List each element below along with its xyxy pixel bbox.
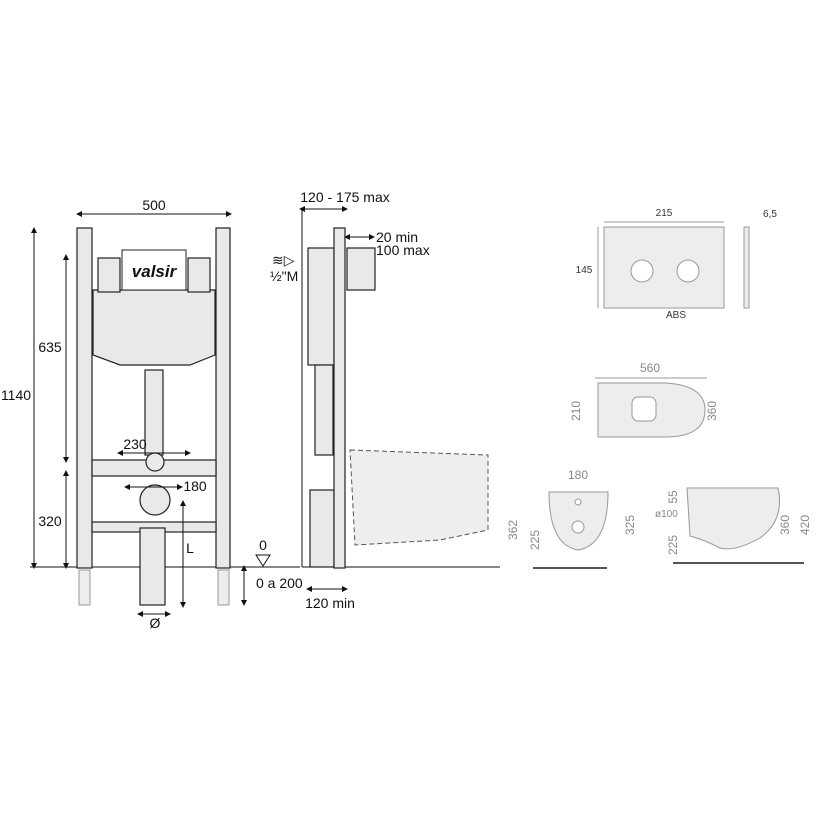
plate-material-label: ABS: [666, 310, 686, 321]
dim-180-label: 180: [183, 478, 207, 494]
depth-range-label: 120 - 175 max: [300, 189, 390, 205]
water-wave-icon: ≋▷: [272, 252, 295, 268]
flush-pipe-side: [314, 364, 334, 456]
floor-level-icon: [255, 554, 271, 567]
plate-thickness-label: 6,5: [763, 209, 777, 220]
floor-range-label: 0 a 200: [256, 575, 303, 591]
depth-min-label: 120 min: [305, 595, 355, 611]
toilet-height-325-label: 325: [623, 515, 637, 535]
drain-bend: [139, 484, 171, 516]
cistern-bracket-right: [187, 257, 211, 293]
flush-plate-side: [743, 226, 750, 309]
offset-max-label: 100 max: [376, 242, 430, 258]
frame-side: [333, 227, 346, 569]
toilet-side-225-label: 225: [666, 535, 680, 555]
front-view: valsir 500 1140 635 320 230 180 L Ø 0 0 …: [1, 197, 303, 631]
height-1140-label: 1140: [1, 387, 31, 403]
width-500-label: 500: [142, 197, 166, 213]
toilet-side-shape: [686, 487, 780, 550]
floor-zero-label: 0: [259, 537, 267, 553]
toilet-side-420-label: 420: [798, 515, 812, 535]
hole-spacing-label: 180: [568, 468, 588, 482]
cistern-side: [307, 247, 335, 366]
foot-left: [78, 569, 91, 606]
flush-module: [121, 249, 187, 291]
toilet-top-left-label: 210: [569, 401, 583, 421]
toilet-side-view: 55 ø100 225 360 420: [655, 487, 812, 564]
plate-height-label: 145: [576, 265, 593, 276]
height-320-label: 320: [38, 513, 62, 529]
plate-width-label: 215: [656, 208, 673, 219]
drain-pipe: [139, 527, 166, 606]
frame-post-left: [76, 227, 93, 569]
cistern-bracket-left: [97, 257, 121, 293]
flush-button-right: [676, 259, 700, 283]
flush-plate-front: [603, 226, 725, 309]
flush-button-left: [630, 259, 654, 283]
cistern-tank: [92, 289, 216, 366]
pipe-diameter-label: ø100: [655, 509, 678, 520]
flush-pipe: [144, 369, 164, 456]
flush-plate: 215 145 6,5 ABS: [576, 208, 778, 321]
toilet-outline-dashed: [349, 449, 489, 546]
toilet-bowl-opening: [631, 396, 657, 422]
toilet-length-label: 560: [640, 361, 660, 375]
toilet-height-362-label: 362: [506, 520, 520, 540]
foot-right: [217, 569, 230, 606]
toilet-top-right-label: 360: [705, 401, 719, 421]
flush-elbow: [145, 452, 165, 472]
dim-230-label: 230: [123, 436, 147, 452]
valsir-logo: valsir: [132, 262, 178, 281]
height-635-label: 635: [38, 339, 62, 355]
toilet-side-360-label: 360: [778, 515, 792, 535]
water-inlet-label: ½"M: [270, 268, 298, 284]
toilet-front-view: 180 362 225 325: [506, 468, 637, 569]
toilet-top-view: 560 210 360: [569, 361, 719, 438]
drain-pipe-side: [309, 489, 335, 568]
length-L-label: L: [186, 540, 194, 556]
diameter-label: Ø: [150, 615, 161, 631]
offset-min-label: 20 min: [376, 229, 418, 245]
side-view: 120 - 175 max 20 min 100 max ≋▷ ½"M 120 …: [270, 189, 500, 611]
frame-post-right: [215, 227, 231, 569]
dim-55-label: 55: [666, 490, 680, 504]
flush-coupler: [346, 247, 376, 291]
toilet-front-225-label: 225: [528, 530, 542, 550]
